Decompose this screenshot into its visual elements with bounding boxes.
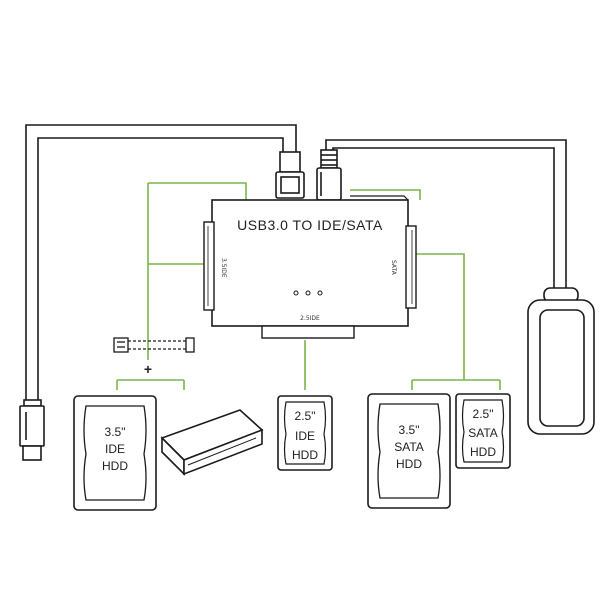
drive-size-label: 2.5" — [295, 409, 316, 423]
power-splitter-icon — [113, 337, 195, 353]
drive-3-5-ide: 3.5" IDE HDD — [73, 395, 157, 511]
power-cable — [325, 139, 567, 290]
drive-type-label: HDD — [102, 459, 128, 473]
dc-connector-icon — [316, 149, 342, 201]
usb-plug-icon — [19, 399, 45, 461]
plus-sign: + — [144, 361, 152, 377]
adapter-title: USB3.0 TO IDE/SATA — [237, 217, 383, 233]
drive-type-label: HDD — [470, 445, 496, 459]
led-indicator — [305, 290, 311, 296]
port-label-right: SATA — [390, 260, 397, 276]
drive-interface-label: IDE — [105, 442, 125, 456]
led-indicator — [293, 290, 299, 296]
drive-3-5-sata: 3.5" SATA HDD — [367, 393, 451, 509]
adapter-body: USB3.0 TO IDE/SATA 3.5IDE SATA 2.5IDE — [203, 195, 417, 339]
drive-size-label: 3.5" — [399, 423, 420, 437]
drive-2-5-sata: 2.5" SATA HDD — [455, 393, 511, 469]
drive-interface-label: SATA — [394, 440, 424, 454]
port-label-left: 3.5IDE — [220, 258, 227, 278]
connection-lines — [116, 182, 501, 390]
usb-connector-icon — [275, 151, 305, 199]
power-brick-icon — [527, 287, 595, 435]
drive-2-5-ide: 2.5" IDE HDD — [277, 395, 333, 471]
port-label-bottom: 2.5IDE — [300, 315, 320, 322]
drive-size-label: 2.5" — [473, 407, 494, 421]
drive-interface-label: IDE — [295, 429, 315, 443]
drive-type-label: HDD — [396, 457, 422, 471]
usb-cable — [25, 124, 297, 402]
led-indicator — [317, 290, 323, 296]
drive-interface-label: SATA — [468, 426, 498, 440]
drive-size-label: 3.5" — [105, 425, 126, 439]
drive-type-label: HDD — [292, 448, 318, 462]
optical-drive-icon — [160, 409, 264, 476]
